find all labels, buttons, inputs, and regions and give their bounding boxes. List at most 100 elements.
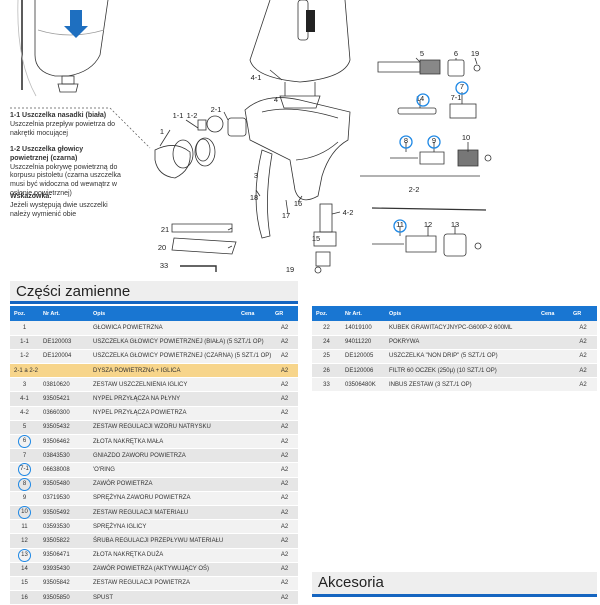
cell-opis: KUBEK GRAWITACYJNYPC-G600P-2 600ML (385, 321, 537, 336)
part-number-label: 1 (160, 127, 164, 136)
circled-position: 10 (18, 506, 31, 520)
part-number-label: 20 (158, 243, 166, 252)
part-number-label: 13 (451, 220, 459, 229)
part-number-label: 2-2 (409, 185, 420, 194)
part-number-label: 4-1 (251, 73, 262, 82)
part-number-label: 1-2 (187, 111, 198, 120)
pattern-adjuster (377, 61, 421, 73)
cell-gr: A2 (271, 576, 298, 592)
col-cena: Cena (537, 306, 569, 321)
cell-nr-art (39, 321, 89, 336)
cell-poz: 25 (312, 349, 341, 365)
part-number-label: 9 (432, 136, 436, 145)
cell-opis: ZESTAW USZCZELNIENIA IGLICY (89, 377, 237, 393)
table-header-row: Poz. Nr Art. Opis Cena GR (10, 306, 298, 321)
part-number-label: 19 (286, 265, 294, 274)
cell-opis: GŁOWICA POWIETRZNA (89, 321, 237, 336)
cell-opis: USZCZELKA GŁOWICY POWIETRZNEJ (BIAŁA) (5… (89, 335, 264, 350)
inset-cup-neck (61, 75, 75, 85)
cell-cena (237, 576, 271, 592)
cell-opis: USZCZELKA "NON DRIP" (5 SZT./1 OP) (385, 349, 537, 365)
cell-cena (537, 377, 569, 393)
part-number-label: 15 (312, 234, 320, 243)
cell-gr: A2 (271, 519, 298, 535)
cell-nr-art: DE120006 (341, 363, 385, 379)
seal-ring-1 (194, 137, 216, 167)
cell-gr: A2 (271, 391, 298, 407)
cell-cena (537, 349, 569, 365)
cell-cena (237, 434, 271, 450)
cell-opis: NYPEL PRZYŁĄCZA NA PŁYNY (89, 391, 237, 407)
cell-nr-art: 14019100 (341, 321, 385, 336)
cell-gr: A2 (271, 335, 298, 350)
cell-nr-art: 93505842 (39, 576, 89, 592)
hint-note: Wskazówka: Jeżeli występują dwie uszczel… (10, 193, 108, 218)
cell-nr-art: 94011220 (341, 335, 385, 350)
cell-opis: POKRYWA (385, 335, 537, 350)
cell-poz: 15 (10, 576, 39, 592)
cell-poz: 6 (10, 434, 39, 450)
part-number-label: 33 (160, 261, 168, 270)
cell-cena (537, 321, 569, 336)
cell-nr-art: 93505822 (39, 533, 89, 549)
cell-gr: A2 (271, 462, 298, 478)
cell-gr: A2 (271, 505, 298, 521)
cell-poz: 13 (10, 548, 39, 563)
cell-nr-art: 03719530 (39, 491, 89, 506)
cell-nr-art: DE120003 (39, 335, 89, 350)
cell-cena (537, 335, 569, 350)
cell-opis: ZŁOTA NAKRĘTKA DUŻA (89, 548, 237, 563)
cell-poz: 14 (10, 562, 39, 577)
brush-tool (171, 223, 233, 233)
spanner-tool (171, 237, 237, 255)
cell-gr: A2 (271, 590, 298, 605)
cell-cena (237, 335, 271, 350)
part-number-label: 18 (250, 193, 258, 202)
part-number-label: 6 (454, 49, 458, 58)
cell-poz: 4-1 (10, 391, 39, 407)
cell-nr-art: 93505480 (39, 477, 89, 492)
cell-gr: A2 (569, 349, 597, 365)
accessories-title: Akcesoria (312, 572, 597, 594)
part-number-label: 10 (462, 133, 470, 142)
part-number-label: 7-1 (451, 93, 462, 102)
cell-cena (237, 321, 271, 336)
cell-cena (237, 363, 271, 379)
cell-cena (237, 420, 271, 436)
cell-poz: 1 (10, 321, 39, 336)
cell-cena (237, 590, 271, 605)
cell-nr-art: 03593530 (39, 519, 89, 535)
cell-opis: ŚRUBA REGULACJI PRZEPŁYWU MATERIAŁU (89, 533, 237, 549)
cell-nr-art: DE120005 (341, 349, 385, 365)
col-poz: Poz. (312, 306, 341, 321)
cell-gr: A2 (569, 377, 597, 393)
cell-opis: SPRĘŻYNA IGLICY (89, 519, 237, 535)
cell-cena (237, 406, 271, 421)
cell-nr-art: 03843530 (39, 448, 89, 464)
cell-gr: A2 (271, 448, 298, 464)
cell-nr-art: 03810620 (39, 377, 89, 393)
part-number-label: 3 (254, 171, 258, 180)
nozzle (227, 117, 247, 137)
cell-poz: 12 (10, 533, 39, 549)
cell-opis: NYPEL PRZYŁĄCZA POWIETRZA (89, 406, 237, 421)
col-gr: GR (569, 306, 597, 321)
part-number-label: 8 (404, 136, 408, 145)
part-number-label: 4-2 (343, 208, 354, 217)
cell-poz: 2-1 a 2-2 (10, 363, 39, 379)
cell-poz: 8 (10, 477, 39, 492)
cell-nr-art: 93505492 (39, 505, 89, 521)
seal-note-2: 1-2 Uszczelka głowicy powietrznej (czarn… (10, 146, 121, 197)
